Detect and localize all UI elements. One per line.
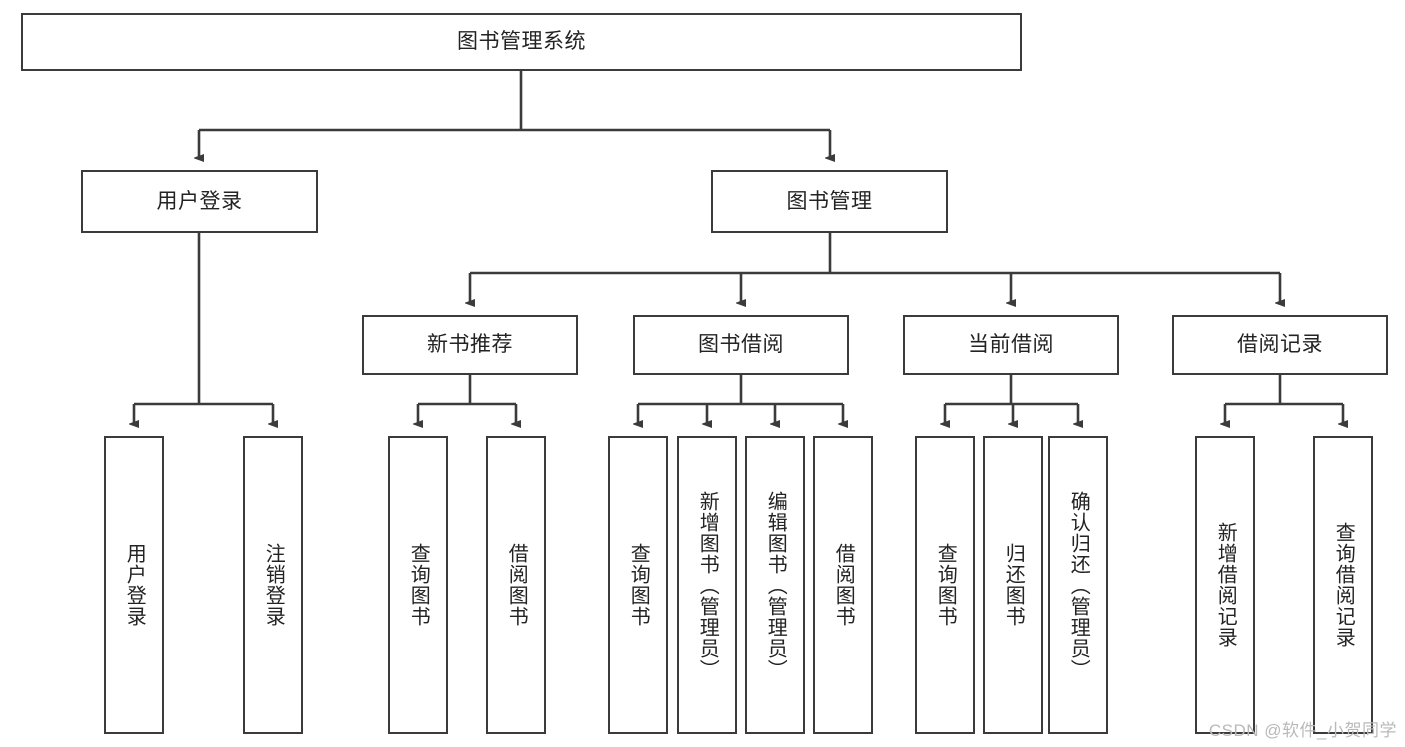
node-borrow-record[interactable]: 借阅记录 xyxy=(1172,315,1388,375)
leaf-borrow-borrow-book-label: 借阅图书 xyxy=(832,543,855,627)
node-root-label: 图书管理系统 xyxy=(457,30,586,54)
node-new-book-rec-label: 新书推荐 xyxy=(427,333,513,357)
node-user-login-label: 用户登录 xyxy=(156,189,243,213)
leaf-record-query-label: 查询借阅记录 xyxy=(1332,522,1355,648)
leaf-borrow-borrow-book[interactable]: 借阅图书 xyxy=(813,436,873,734)
node-book-borrow-label: 图书借阅 xyxy=(698,333,784,357)
node-book-manage[interactable]: 图书管理 xyxy=(711,170,948,233)
node-current-borrow[interactable]: 当前借阅 xyxy=(903,315,1119,375)
leaf-borrow-edit-book-label: 编辑图书（管理员） xyxy=(764,490,787,680)
leaf-current-confirm-return[interactable]: 确认归还（管理员） xyxy=(1048,436,1108,734)
leaf-record-add-label: 新增借阅记录 xyxy=(1214,522,1237,648)
leaf-rec-borrow-book-label: 借阅图书 xyxy=(505,543,528,627)
node-root[interactable]: 图书管理系统 xyxy=(21,13,1022,71)
node-book-manage-label: 图书管理 xyxy=(786,189,873,213)
leaf-borrow-query-book[interactable]: 查询图书 xyxy=(608,436,668,734)
leaf-user-login[interactable]: 用户登录 xyxy=(104,436,164,734)
leaf-record-query[interactable]: 查询借阅记录 xyxy=(1313,436,1373,734)
node-new-book-rec[interactable]: 新书推荐 xyxy=(362,315,578,375)
leaf-rec-query-book[interactable]: 查询图书 xyxy=(388,436,448,734)
leaf-borrow-query-book-label: 查询图书 xyxy=(627,543,650,627)
node-current-borrow-label: 当前借阅 xyxy=(968,333,1054,357)
leaf-borrow-add-book[interactable]: 新增图书（管理员） xyxy=(677,436,737,734)
node-book-borrow[interactable]: 图书借阅 xyxy=(633,315,849,375)
leaf-rec-query-book-label: 查询图书 xyxy=(407,543,430,627)
leaf-user-login-label: 用户登录 xyxy=(123,543,146,627)
leaf-current-query-book-label: 查询图书 xyxy=(934,543,957,627)
leaf-borrow-edit-book[interactable]: 编辑图书（管理员） xyxy=(745,436,805,734)
leaf-current-confirm-return-label: 确认归还（管理员） xyxy=(1067,490,1090,680)
leaf-rec-borrow-book[interactable]: 借阅图书 xyxy=(486,436,546,734)
leaf-user-logout[interactable]: 注销登录 xyxy=(243,436,303,734)
leaf-borrow-add-book-label: 新增图书（管理员） xyxy=(696,490,719,680)
leaf-current-query-book[interactable]: 查询图书 xyxy=(915,436,975,734)
leaf-record-add[interactable]: 新增借阅记录 xyxy=(1195,436,1255,734)
leaf-user-logout-label: 注销登录 xyxy=(262,543,285,627)
leaf-current-return-book[interactable]: 归还图书 xyxy=(983,436,1043,734)
node-user-login[interactable]: 用户登录 xyxy=(81,170,318,233)
node-borrow-record-label: 借阅记录 xyxy=(1237,333,1323,357)
leaf-current-return-book-label: 归还图书 xyxy=(1002,543,1025,627)
csdn-watermark: CSDN @软件_小贺同学 xyxy=(1208,721,1397,740)
